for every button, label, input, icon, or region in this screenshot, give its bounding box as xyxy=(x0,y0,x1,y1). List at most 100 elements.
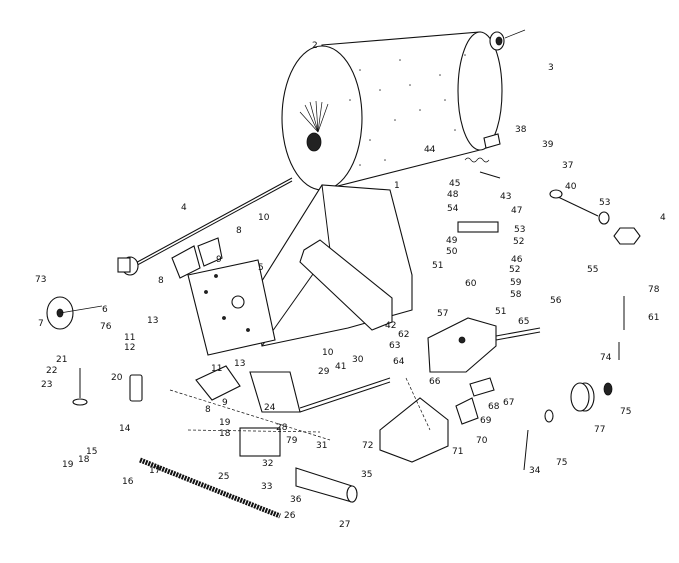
callout-label: 75 xyxy=(620,407,631,417)
callout-label: 67 xyxy=(503,398,514,408)
callout-label: 8 xyxy=(236,226,242,236)
callout-label: 6 xyxy=(102,305,108,315)
callout-label: 30 xyxy=(352,355,364,365)
callout-label: 56 xyxy=(550,296,562,306)
callout-label: 21 xyxy=(56,355,67,365)
callout-label: 46 xyxy=(511,255,523,265)
callout-label: 77 xyxy=(594,425,605,435)
callout-label: 25 xyxy=(218,472,229,482)
stand xyxy=(379,397,449,463)
callout-label: 34 xyxy=(529,466,541,476)
callout-label: 51 xyxy=(432,261,443,271)
callout-label: 7 xyxy=(38,319,44,329)
callout-label: 37 xyxy=(562,161,573,171)
callout-label: 74 xyxy=(600,353,612,363)
callout-label: 66 xyxy=(429,377,441,387)
callout-label: 19 xyxy=(62,460,74,470)
callout-label: 26 xyxy=(284,511,296,521)
callout-label: 52 xyxy=(513,237,524,247)
callout-label: 23 xyxy=(41,380,52,390)
callout-label: 18 xyxy=(78,455,90,465)
callout-label: 41 xyxy=(335,362,346,372)
callout-label: 28 xyxy=(276,423,288,433)
callout-label: 32 xyxy=(262,459,273,469)
callout-label: 11 xyxy=(124,333,135,343)
wheel-78 xyxy=(544,382,613,423)
callout-label: 29 xyxy=(318,367,330,377)
callout-label: 36 xyxy=(290,495,302,505)
callout-label: 71 xyxy=(452,447,463,457)
callout-label: 39 xyxy=(542,140,554,150)
callout-label: 50 xyxy=(446,247,458,257)
callout-label: 79 xyxy=(286,436,298,446)
callout-label: 55 xyxy=(587,265,598,275)
callout-label: 59 xyxy=(510,278,522,288)
callout-label: 64 xyxy=(393,357,405,367)
callout-label: 76 xyxy=(100,322,112,332)
callout-label: 8 xyxy=(158,276,164,286)
callout-label: 8 xyxy=(205,405,211,415)
callout-label: 19 xyxy=(219,418,231,428)
callout-label: 78 xyxy=(648,285,660,295)
callout-label: 57 xyxy=(437,309,448,319)
callout-label: 22 xyxy=(46,366,57,376)
callout-label: 44 xyxy=(424,145,436,155)
callout-label: 61 xyxy=(648,313,659,323)
callout-label: 65 xyxy=(518,317,529,327)
callout-label: 5 xyxy=(258,263,264,273)
callout-label: 10 xyxy=(322,348,334,358)
belt xyxy=(139,457,281,519)
callout-label: 27 xyxy=(339,520,350,530)
callout-label: 31 xyxy=(316,441,327,451)
callout-label: 12 xyxy=(124,343,135,353)
callout-label: 1 xyxy=(394,181,400,191)
callout-label: 13 xyxy=(147,316,158,326)
callout-label: 42 xyxy=(385,321,396,331)
gearbox xyxy=(427,317,541,373)
callout-label: 40 xyxy=(565,182,577,192)
callout-label: 4 xyxy=(660,213,666,223)
callout-label: 17 xyxy=(149,466,160,476)
callout-label: 13 xyxy=(234,359,245,369)
callout-label: 58 xyxy=(510,290,522,300)
fan-wheel xyxy=(46,296,103,330)
callout-label: 3 xyxy=(548,63,554,73)
callout-label: 53 xyxy=(514,225,525,235)
callout-label: 47 xyxy=(511,206,522,216)
callout-label: 63 xyxy=(389,341,400,351)
drum-assembly xyxy=(281,29,526,191)
callout-label: 14 xyxy=(119,424,131,434)
callout-label: 70 xyxy=(476,436,488,446)
callout-label: 15 xyxy=(86,447,97,457)
callout-label: 33 xyxy=(261,482,272,492)
callout-label: 38 xyxy=(515,125,527,135)
callout-label: 52 xyxy=(509,265,520,275)
side-plate xyxy=(171,237,276,356)
callout-label: 9 xyxy=(216,255,222,265)
callout-label: 4 xyxy=(181,203,187,213)
callout-labels: 1234456788899101011111213131415161718181… xyxy=(35,41,666,530)
knob-4 xyxy=(549,189,641,245)
callout-label: 9 xyxy=(222,398,228,408)
callout-label: 49 xyxy=(446,236,458,246)
drum-shaft xyxy=(117,177,293,276)
callout-label: 18 xyxy=(219,429,231,439)
callout-label: 48 xyxy=(447,190,459,200)
callout-label: 53 xyxy=(599,198,610,208)
callout-label: 69 xyxy=(480,416,492,426)
spindle-35 xyxy=(295,467,358,503)
bracket-62 xyxy=(299,239,393,331)
callout-label: 73 xyxy=(35,275,46,285)
callout-label: 51 xyxy=(495,307,506,317)
callout-label: 72 xyxy=(362,441,373,451)
callout-label: 68 xyxy=(488,402,500,412)
callout-label: 24 xyxy=(264,403,276,413)
callout-label: 60 xyxy=(465,279,477,289)
callout-label: 2 xyxy=(312,41,318,51)
misc-parts xyxy=(72,133,625,471)
callout-label: 62 xyxy=(398,330,409,340)
callout-label: 75 xyxy=(556,458,567,468)
callout-label: 16 xyxy=(122,477,134,487)
callout-label: 35 xyxy=(361,470,372,480)
